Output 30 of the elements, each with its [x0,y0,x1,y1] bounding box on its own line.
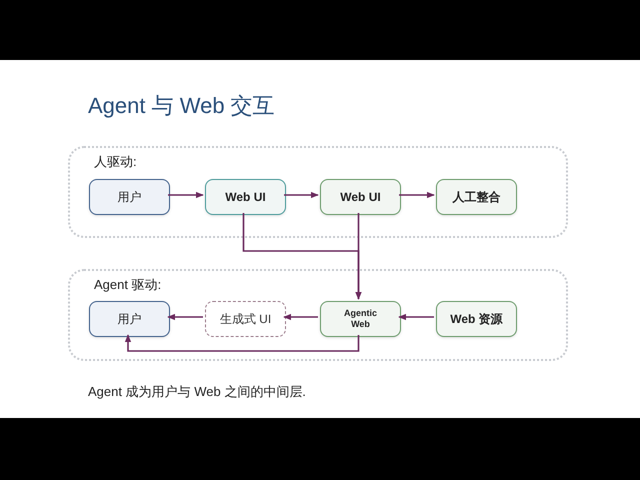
arrow [399,192,435,198]
box-label: Web UI [340,189,381,206]
arrow [283,314,318,320]
process-box [436,301,517,337]
process-box [205,179,286,215]
arrow [355,213,362,300]
box-label: 用户 [118,311,142,328]
process-box [89,179,170,215]
process-box [436,179,517,215]
arrow [284,192,319,198]
box-label: Agentic Web [342,308,378,330]
group-label: 人驱动: [94,153,137,171]
box-label: Web UI [225,189,266,206]
process-box [205,301,286,337]
box-label: 用户 [118,189,142,206]
arrow [167,314,203,320]
arrow [398,314,434,320]
process-box [320,179,401,215]
box-label: Web 资源 [450,311,503,328]
process-box [320,301,401,337]
slide-title: Agent 与 Web 交互 [88,92,275,120]
group-label: Agent 驱动: [94,276,162,294]
arrow [124,334,360,352]
arrow [168,192,204,198]
box-label: 生成式 UI [220,311,272,328]
group-panel [68,269,568,361]
box-label: 人工整合 [452,189,500,206]
caption-text: Agent 成为用户与 Web 之间的中间层. [88,383,306,401]
process-box [89,301,170,337]
group-panel [68,146,568,238]
